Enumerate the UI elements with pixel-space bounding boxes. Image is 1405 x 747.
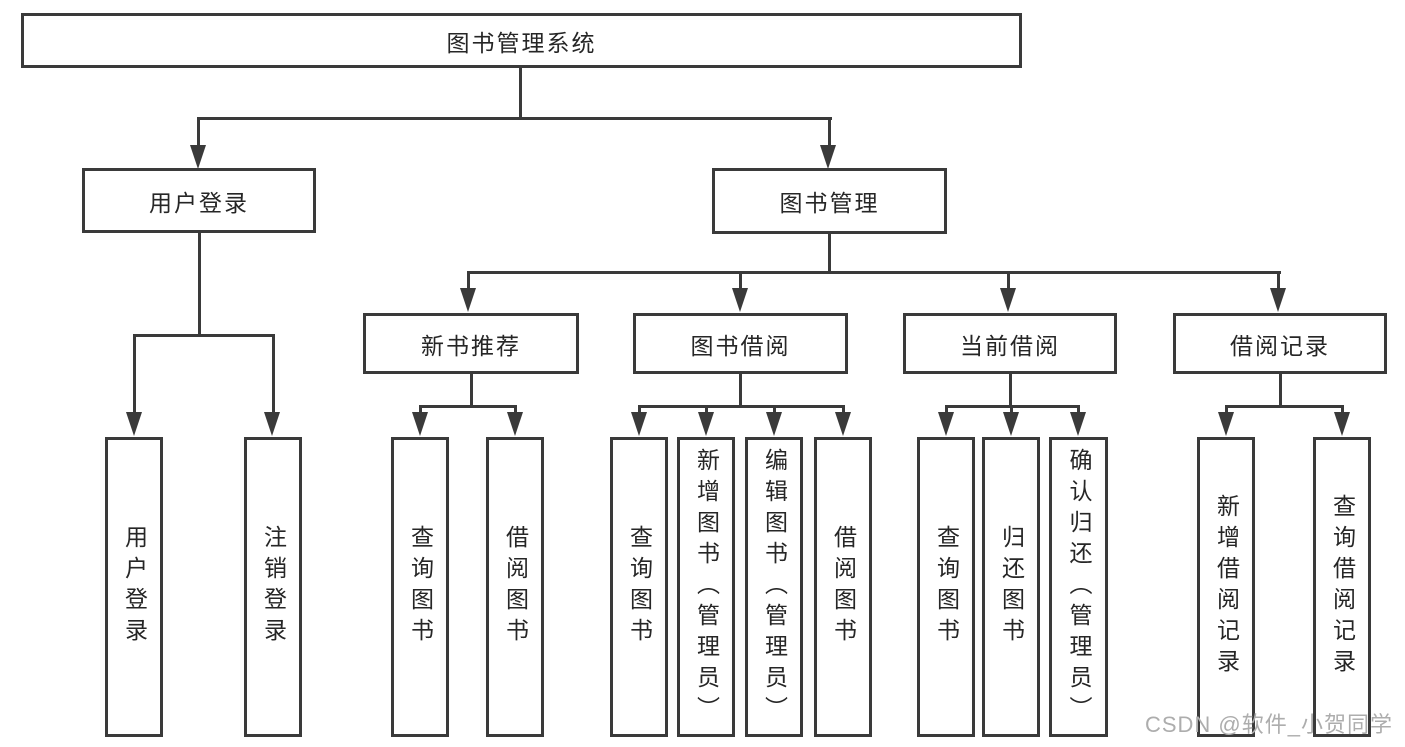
connector-line — [739, 372, 742, 408]
connector-line — [1279, 372, 1282, 408]
connector-line — [1009, 372, 1012, 408]
arrow-down-icon — [264, 412, 280, 436]
connector-line — [945, 405, 948, 417]
connector-line — [1225, 405, 1344, 408]
leaf-query-borrow-record: 查询借阅记录 — [1313, 437, 1371, 737]
leaf-borrow-books: 借阅图书 — [814, 437, 872, 737]
connector-line — [1007, 271, 1010, 297]
leaf-borrow-books-recommend: 借阅图书 — [486, 437, 544, 737]
leaf-confirm-return-admin: 确认归还（管理员） — [1049, 437, 1108, 737]
leaf-label: 查询图书 — [407, 525, 434, 649]
arrow-down-icon — [126, 412, 142, 436]
leaf-add-borrow-record: 新增借阅记录 — [1197, 437, 1255, 737]
node-label: 图书管理系统 — [446, 29, 597, 56]
node-label: 当前借阅 — [960, 332, 1060, 359]
leaf-label: 注销登录 — [260, 525, 287, 649]
leaf-query-books-current: 查询图书 — [917, 437, 975, 737]
connector-line — [519, 66, 522, 119]
leaf-label: 借阅图书 — [502, 525, 529, 649]
connector-line — [133, 334, 275, 337]
csdn-watermark: CSDN @软件_小贺同学 — [1144, 712, 1393, 737]
arrow-down-icon — [1218, 412, 1234, 436]
node-user-login: 用户登录 — [82, 168, 316, 233]
connector-line — [272, 334, 275, 416]
connector-line — [1341, 405, 1344, 417]
arrow-down-icon — [412, 412, 428, 436]
leaf-query-books-recommend: 查询图书 — [391, 437, 449, 737]
leaf-edit-books-admin: 编辑图书（管理员） — [745, 437, 803, 737]
arrow-down-icon — [835, 412, 851, 436]
connector-line — [514, 405, 517, 417]
node-label: 用户登录 — [149, 189, 249, 216]
leaf-add-books-admin: 新增图书（管理员） — [677, 437, 735, 737]
leaf-label: 归还图书 — [998, 525, 1025, 649]
leaf-return-books: 归还图书 — [982, 437, 1040, 737]
connector-line — [638, 405, 641, 417]
connector-line — [419, 405, 422, 417]
leaf-label: 查询图书 — [626, 525, 653, 649]
node-current-borrowing: 当前借阅 — [903, 313, 1117, 374]
connector-line — [773, 405, 776, 417]
connector-line — [419, 405, 517, 408]
connector-line — [467, 271, 470, 297]
leaf-label: 确认归还（管理员） — [1066, 447, 1092, 727]
leaf-label: 编辑图书（管理员） — [761, 447, 788, 727]
connector-line — [638, 405, 845, 408]
connector-line — [828, 117, 831, 152]
leaf-label: 查询借阅记录 — [1329, 494, 1356, 680]
arrow-down-icon — [1003, 412, 1019, 436]
node-new-book-recommendation: 新书推荐 — [363, 313, 579, 374]
connector-line — [1277, 271, 1280, 297]
node-label: 借阅记录 — [1230, 332, 1330, 359]
connector-line — [133, 334, 136, 416]
connector-line — [705, 405, 708, 417]
connector-line — [197, 117, 832, 120]
arrow-down-icon — [1070, 412, 1086, 436]
connector-line — [1077, 405, 1080, 417]
connector-line — [1010, 405, 1013, 417]
connector-line — [470, 372, 473, 408]
connector-line — [1225, 405, 1228, 417]
arrow-down-icon — [698, 412, 714, 436]
node-label: 图书管理 — [779, 190, 880, 216]
node-book-borrowing: 图书借阅 — [633, 313, 848, 374]
arrow-down-icon — [732, 288, 748, 312]
leaf-label: 新增图书（管理员） — [693, 447, 720, 727]
arrow-down-icon — [766, 412, 782, 436]
connector-line — [198, 231, 201, 337]
arrow-down-icon — [1000, 288, 1016, 312]
leaf-label: 查询图书 — [933, 525, 960, 649]
connector-line — [197, 117, 200, 152]
leaf-logout: 注销登录 — [244, 437, 302, 737]
arrow-down-icon — [938, 412, 954, 436]
connector-line — [739, 271, 742, 297]
node-root-book-management-system: 图书管理系统 — [21, 13, 1022, 68]
leaf-user-login: 用户登录 — [105, 437, 163, 737]
node-label: 图书借阅 — [690, 332, 791, 359]
arrow-down-icon — [820, 145, 836, 169]
leaf-label: 用户登录 — [121, 525, 148, 649]
connector-line — [828, 232, 831, 274]
arrow-down-icon — [190, 145, 206, 169]
arrow-down-icon — [460, 288, 476, 312]
node-label: 新书推荐 — [421, 332, 521, 359]
arrow-down-icon — [507, 412, 523, 436]
leaf-label: 借阅图书 — [830, 525, 857, 649]
arrow-down-icon — [1334, 412, 1350, 436]
node-book-management: 图书管理 — [712, 168, 947, 234]
node-borrowing-records: 借阅记录 — [1173, 313, 1387, 374]
leaf-label: 新增借阅记录 — [1213, 494, 1240, 680]
arrow-down-icon — [631, 412, 647, 436]
connector-line — [467, 271, 1281, 274]
leaf-query-books-borrow: 查询图书 — [610, 437, 668, 737]
arrow-down-icon — [1270, 288, 1286, 312]
connector-line — [842, 405, 845, 417]
